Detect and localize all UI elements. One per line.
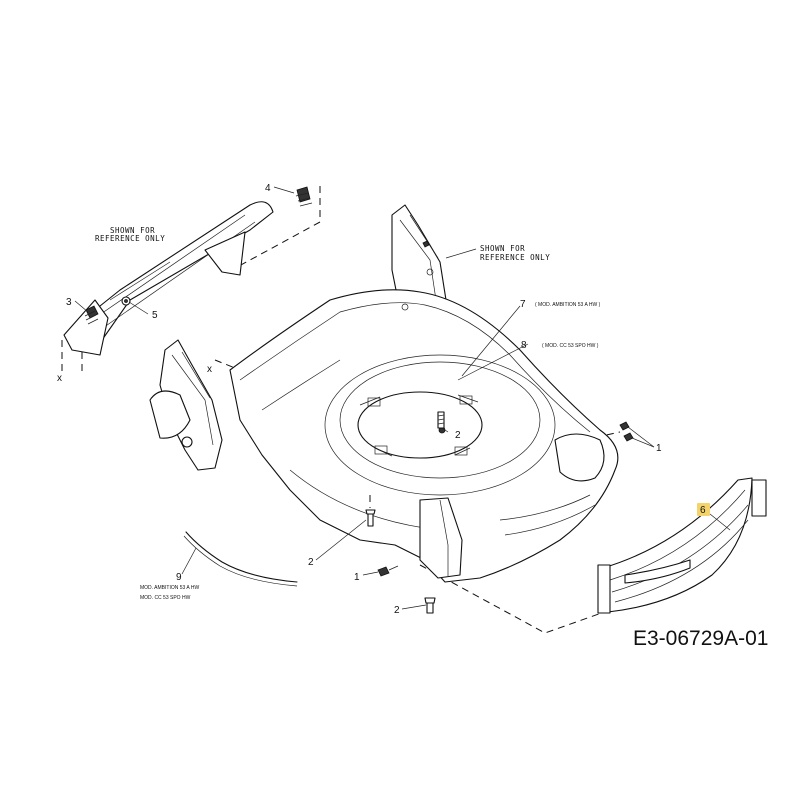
reference-note-left: SHOWN FOR REFERENCE ONLY — [95, 226, 165, 243]
callout-7: 7 — [520, 299, 526, 310]
leader-lines — [74, 186, 731, 610]
model-note-9b: MOD. CC 53 SPO HW — [140, 595, 191, 601]
note-line: SHOWN FOR — [480, 244, 525, 253]
reference-note-right: SHOWN FOR REFERENCE ONLY — [480, 244, 550, 262]
callout-x: x — [57, 373, 62, 384]
callout-labels: 4 3 5 x x 7 8 2 1 2 1 2 9 — [57, 183, 662, 616]
callout-8: 8 — [521, 340, 527, 351]
note-line: REFERENCE ONLY — [480, 253, 550, 262]
upper-handle-assembly[interactable] — [63, 201, 274, 356]
callout-6: 6 — [700, 505, 706, 516]
callout-1: 1 — [354, 572, 360, 583]
model-note-7: ( MOD. AMBITION 53 A HW ) — [535, 302, 601, 308]
mower-deck-part-7[interactable] — [229, 289, 619, 583]
callout-6-highlight[interactable]: 6 — [697, 503, 710, 516]
callout-3: 3 — [66, 297, 72, 308]
model-note-8: ( MOD. CC 53 SPO HW ) — [542, 343, 599, 349]
bolt-part-1-bottom[interactable] — [377, 565, 399, 577]
spring-part-3[interactable] — [84, 305, 99, 325]
model-notes: ( MOD. AMBITION 53 A HW ) ( MOD. CC 53 S… — [140, 302, 601, 601]
callout-4: 4 — [265, 183, 271, 194]
note-line: SHOWN FOR — [110, 226, 155, 235]
bolt-part-1-right[interactable] — [619, 421, 634, 442]
pin-part-5[interactable] — [121, 296, 131, 306]
screw-part-2-left[interactable] — [365, 495, 376, 527]
rear-guard-part-6[interactable] — [597, 477, 767, 614]
callout-1: 1 — [656, 443, 662, 454]
callout-2: 2 — [394, 605, 400, 616]
note-line: REFERENCE ONLY — [95, 234, 165, 243]
screw-part-2-center[interactable] — [437, 411, 445, 429]
seal-strip-part-9[interactable] — [183, 531, 298, 587]
diagram-code: E3-06729A-01 — [633, 627, 768, 650]
callout-2: 2 — [308, 557, 314, 568]
mulch-insert-part-8[interactable] — [359, 394, 479, 457]
callout-2: 2 — [455, 430, 461, 441]
model-note-9a: MOD. AMBITION 53 A HW — [140, 585, 199, 591]
screw-part-2-bottom[interactable] — [424, 597, 436, 614]
handle-bracket-left — [149, 339, 223, 471]
callout-9: 9 — [176, 572, 182, 583]
callout-5: 5 — [152, 310, 158, 321]
callout-x: x — [207, 364, 212, 375]
spring-part-4[interactable] — [295, 186, 313, 207]
